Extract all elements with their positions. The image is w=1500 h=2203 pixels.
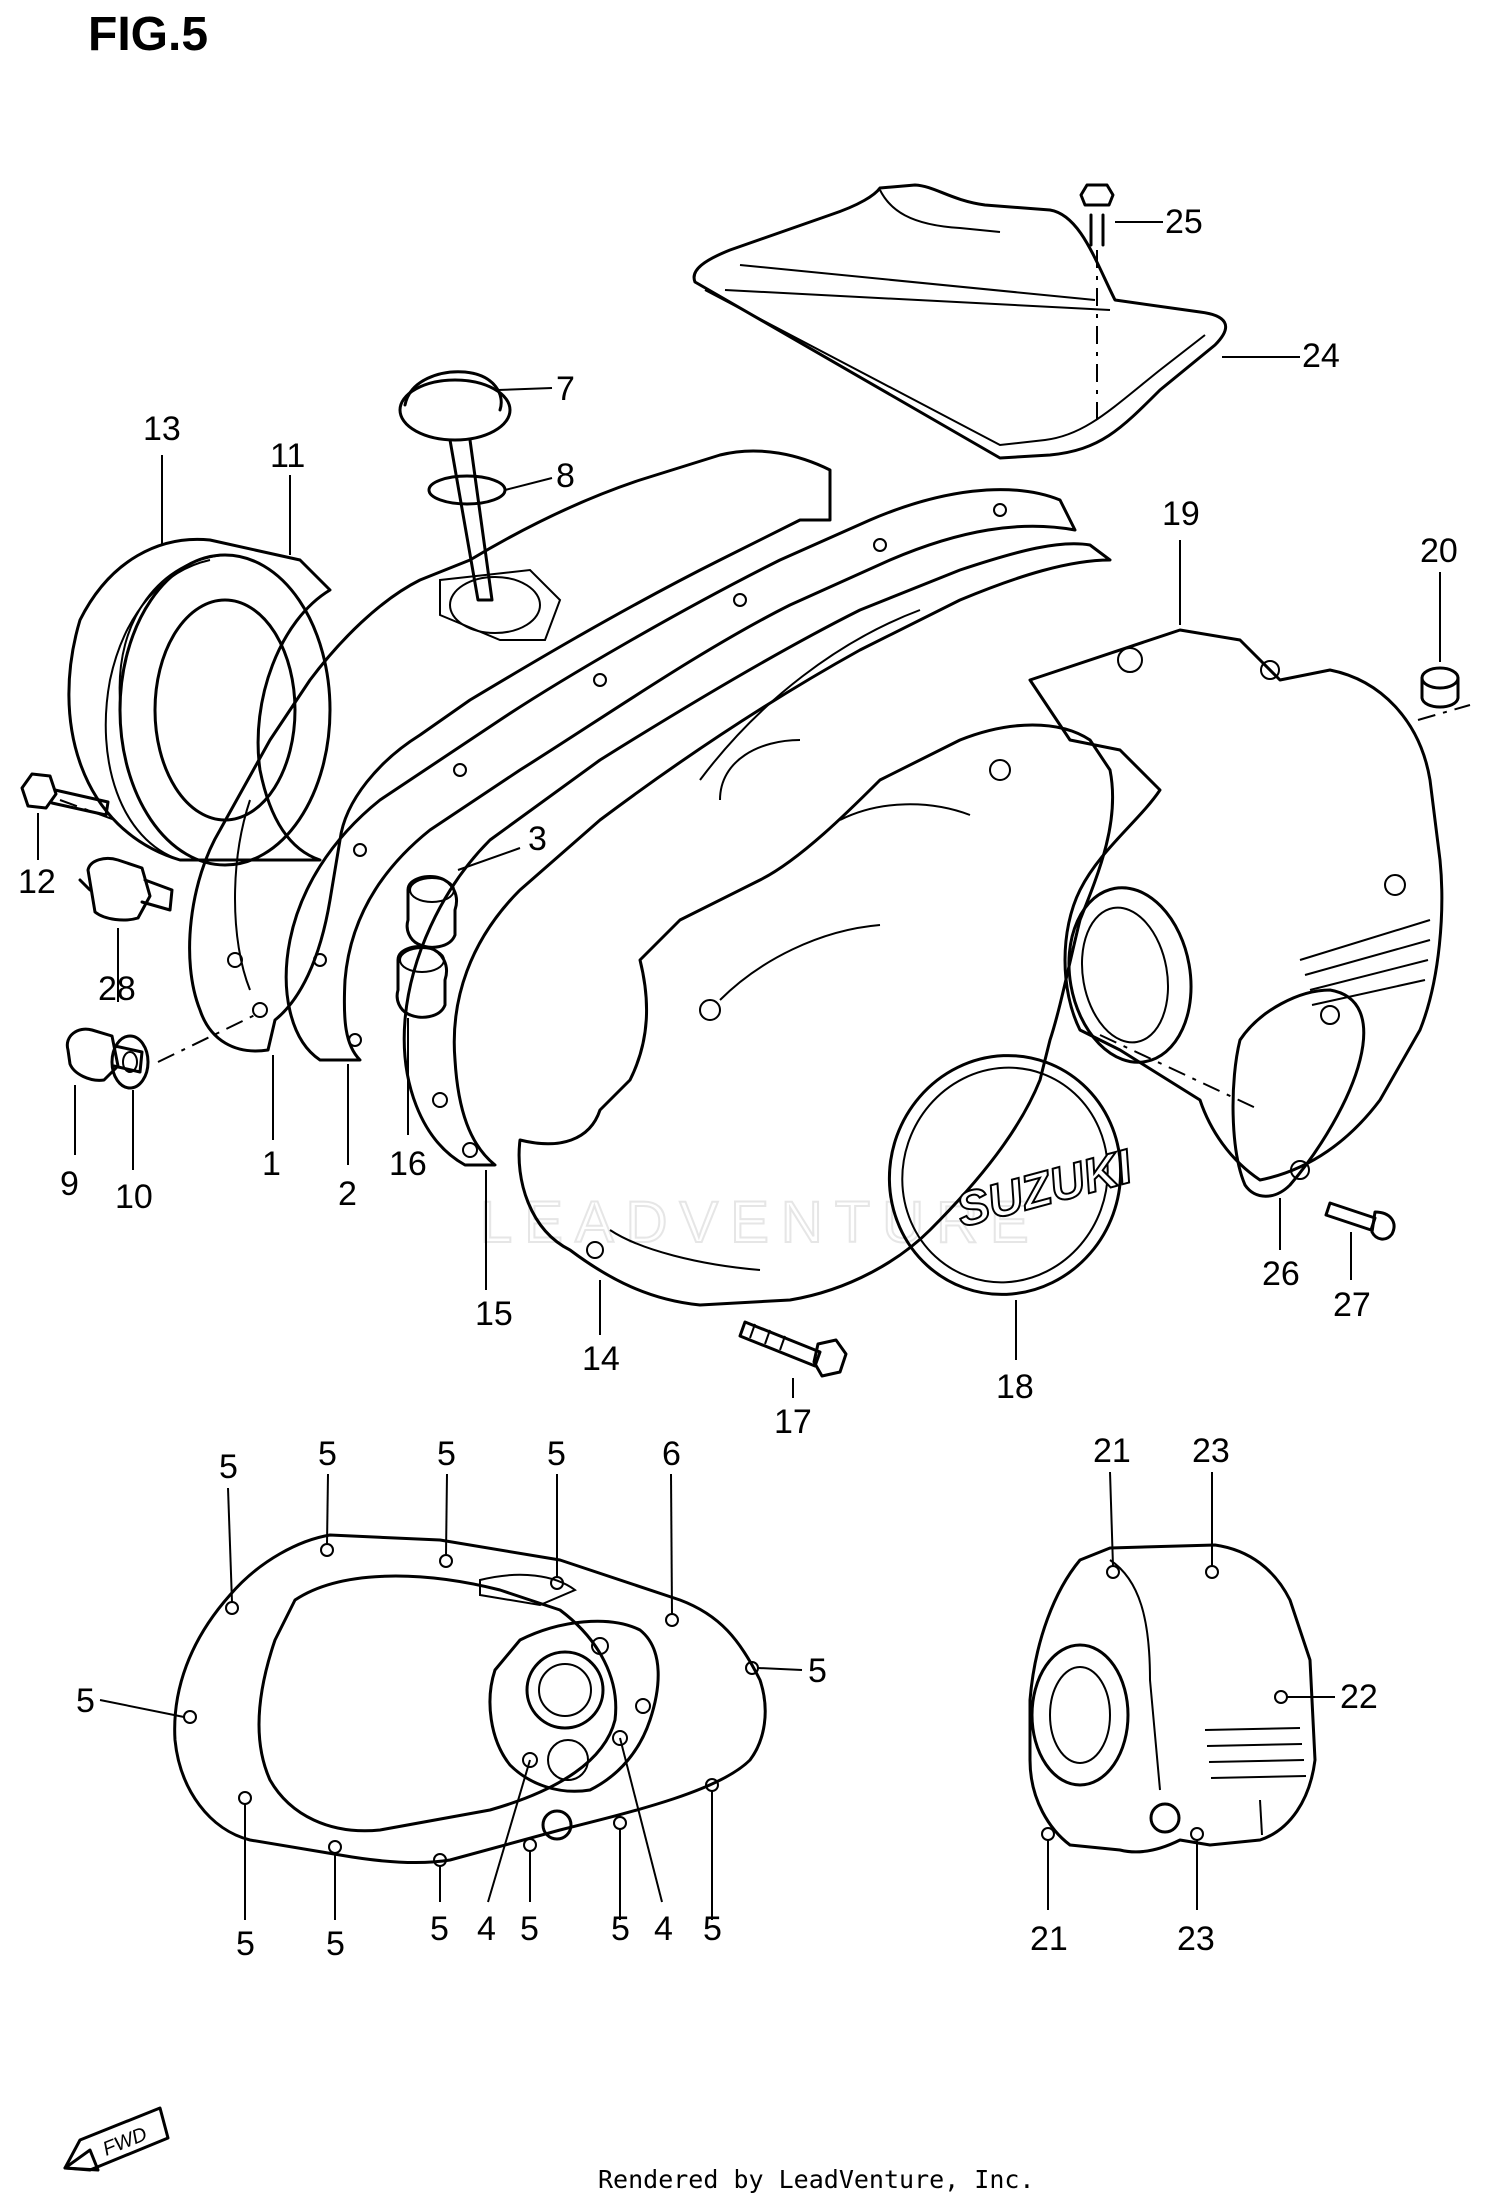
part-2-gasket[interactable]: [284, 488, 1077, 1062]
gasket-callout-5-f[interactable]: 5: [76, 1682, 95, 1720]
callout-labels: 7 8 25 24 13 11 19 20 3 12 28 9 10 1 2 1…: [18, 203, 1458, 1963]
part-16-dowel-pin[interactable]: [395, 945, 448, 1019]
assembly-line-9: [157, 1014, 256, 1063]
leader-lines: [37, 221, 1441, 1920]
assembly-line-26: [1099, 1034, 1261, 1111]
gasket-callout-4-b[interactable]: 4: [654, 1910, 673, 1948]
clutch-cover-gasket-detail[interactable]: [173, 1533, 767, 1867]
part-25-bolt[interactable]: [1079, 183, 1115, 420]
gasket-callout-4-a[interactable]: 4: [477, 1910, 496, 1948]
cover-callout-21-a[interactable]: 21: [1093, 1432, 1131, 1470]
cover-callout-21-b[interactable]: 21: [1030, 1920, 1068, 1958]
part-12-bolt[interactable]: [20, 772, 110, 817]
gasket-callout-5-j[interactable]: 5: [520, 1910, 539, 1948]
callout-9[interactable]: 9: [60, 1165, 79, 1203]
part-24-cover-plate[interactable]: [692, 183, 1228, 460]
callout-12[interactable]: 12: [18, 863, 56, 901]
callout-13[interactable]: 13: [143, 410, 181, 448]
part-28-pressure-switch[interactable]: [78, 856, 174, 922]
gasket-callout-5-b[interactable]: 5: [318, 1435, 337, 1473]
gasket-callout-5-l[interactable]: 5: [703, 1910, 722, 1948]
gasket-callout-5-e[interactable]: 5: [808, 1652, 827, 1690]
part-9-drain-plug[interactable]: [65, 1027, 144, 1082]
assembly-line-12: [59, 799, 116, 821]
callout-1[interactable]: 1: [262, 1145, 281, 1183]
callout-2[interactable]: 2: [338, 1175, 357, 1213]
callout-7[interactable]: 7: [556, 370, 575, 408]
part-19-generator-cover[interactable]: [1028, 628, 1444, 1182]
part-7-filler-cap[interactable]: [398, 370, 512, 602]
part-18-badge-cover[interactable]: SUZUKI: [856, 1023, 1154, 1327]
callout-28[interactable]: 28: [98, 970, 136, 1008]
footer-credit: Rendered by LeadVenture, Inc.: [598, 2165, 1035, 2194]
cover-callout-22[interactable]: 22: [1340, 1678, 1378, 1716]
part-10-washer[interactable]: [110, 1034, 150, 1090]
gasket-callout-5-h[interactable]: 5: [326, 1925, 345, 1963]
gasket-callout-5-c[interactable]: 5: [437, 1435, 456, 1473]
part-15-clutch-cover[interactable]: [402, 542, 1112, 1167]
gasket-callout-6[interactable]: 6: [662, 1435, 681, 1473]
fwd-direction-badge: FWD: [63, 2106, 170, 2172]
gasket-callout-5-i[interactable]: 5: [430, 1910, 449, 1948]
callout-15[interactable]: 15: [475, 1295, 513, 1333]
callout-11[interactable]: 11: [270, 437, 305, 475]
gasket-callout-5-a[interactable]: 5: [219, 1448, 238, 1486]
cover-callout-23-a[interactable]: 23: [1192, 1432, 1230, 1470]
callout-16[interactable]: 16: [389, 1145, 427, 1183]
callout-26[interactable]: 26: [1262, 1255, 1300, 1293]
callout-3[interactable]: 3: [528, 820, 547, 858]
callout-25[interactable]: 25: [1165, 203, 1203, 241]
starter-cover-detail[interactable]: [1028, 1543, 1317, 1854]
gasket-callout-5-k[interactable]: 5: [611, 1910, 630, 1948]
assembly-line-20: [1417, 704, 1471, 721]
gasket-callout-5-d[interactable]: 5: [547, 1435, 566, 1473]
callout-19[interactable]: 19: [1162, 495, 1200, 533]
callout-20[interactable]: 20: [1420, 532, 1458, 570]
cover-callout-23-b[interactable]: 23: [1177, 1920, 1215, 1958]
callout-14[interactable]: 14: [582, 1340, 620, 1378]
callout-8[interactable]: 8: [556, 457, 575, 495]
part-26-small-cover[interactable]: [1231, 988, 1366, 1198]
callout-10[interactable]: 10: [115, 1178, 153, 1216]
part-17-bolt[interactable]: [738, 1320, 848, 1378]
part-3-dowel-pin[interactable]: [405, 875, 458, 949]
gasket-callout-5-g[interactable]: 5: [236, 1925, 255, 1963]
callout-18[interactable]: 18: [996, 1368, 1034, 1406]
part-14-clutch-outer-cover[interactable]: [517, 723, 1115, 1307]
callout-17[interactable]: 17: [774, 1403, 812, 1441]
figure-title: FIG.5: [88, 8, 208, 61]
part-27-screw[interactable]: [1324, 1201, 1396, 1241]
part-20-collar[interactable]: [1420, 666, 1460, 709]
callout-27[interactable]: 27: [1333, 1286, 1371, 1324]
callout-24[interactable]: 24: [1302, 337, 1340, 375]
part-1-crankcase-cover[interactable]: [188, 449, 832, 1053]
part-8-o-ring[interactable]: [427, 474, 507, 506]
